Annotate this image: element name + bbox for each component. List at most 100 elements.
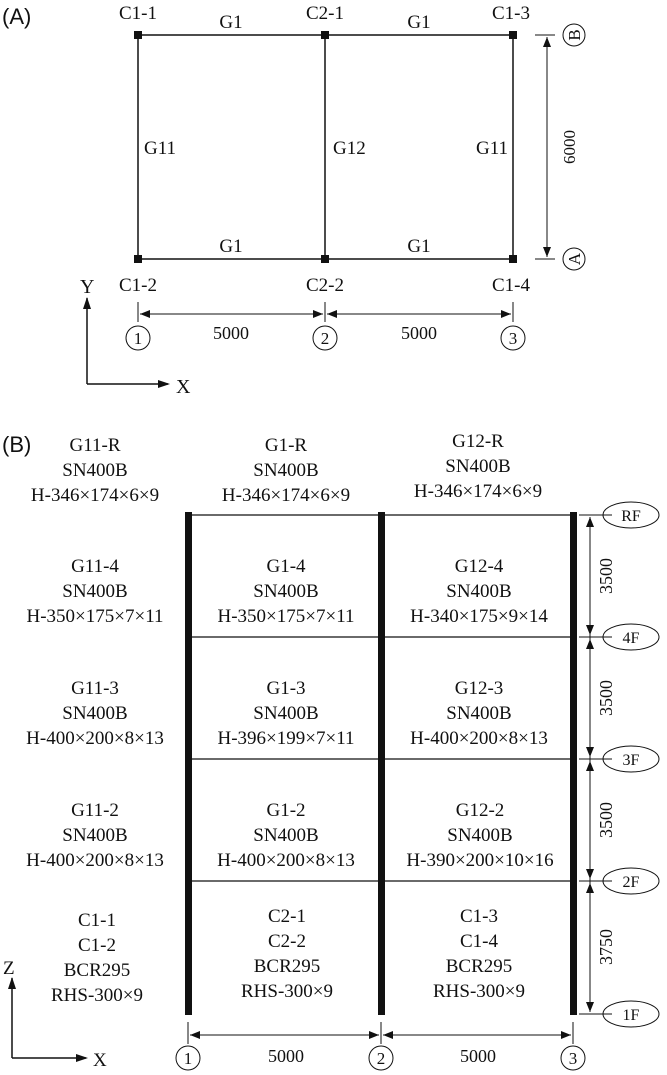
- material-grade: BCR295: [446, 956, 513, 977]
- girder-label: G1: [407, 12, 430, 33]
- column-marker: [509, 255, 517, 263]
- column-marker: [134, 255, 142, 263]
- arrow-head: [190, 1031, 200, 1039]
- grid-bubble-a: [562, 247, 586, 271]
- material-grade: SN400B: [253, 581, 318, 602]
- member-mark: G1-4: [266, 556, 306, 577]
- grid-bubble-3: [560, 1045, 586, 1071]
- member-labels: G11-R SN400B H-346×174×6×9 G1-R SN400B H…: [26, 431, 553, 1006]
- member-mark: G1-R: [265, 435, 308, 456]
- girder-label: G11: [144, 138, 176, 159]
- column-1: [185, 512, 192, 1015]
- floor-label: 4F: [623, 630, 640, 647]
- story-height-label: 3500: [596, 802, 616, 838]
- arrow-head: [586, 517, 594, 527]
- section-size: RHS-300×9: [433, 981, 525, 1002]
- column-label: C1-4: [492, 275, 531, 296]
- section-size: H-390×200×10×16: [406, 850, 553, 871]
- material-grade: SN400B: [445, 456, 510, 477]
- member-mark: G12-2: [456, 800, 505, 821]
- grid-bubble-1: [175, 1045, 201, 1071]
- grid-bubble-1: [125, 325, 151, 351]
- member-mark: G12-3: [455, 678, 504, 699]
- column-label: C1-2: [119, 275, 157, 296]
- section-size: RHS-300×9: [51, 985, 143, 1006]
- dimension-label: 5000: [460, 1046, 496, 1066]
- material-grade: SN400B: [253, 460, 318, 481]
- story-height-label: 3500: [596, 680, 616, 716]
- arrow-head: [369, 1031, 379, 1039]
- axis-arrow-icon: [76, 1054, 88, 1062]
- panel-b: (B) G11-R SN400B H-346×174×6×9 G1-R SN40…: [2, 431, 660, 1071]
- grid-bubble-2: [312, 325, 338, 351]
- girder-label: G1: [219, 12, 242, 33]
- arrow-head: [586, 625, 594, 635]
- axis-label: X: [176, 376, 191, 398]
- panel-b-label: (B): [2, 432, 31, 457]
- panel-a: (A) C1-1 C2-1 C1-3 C1-2 C2-2 C1-4 G1 G1 …: [2, 3, 586, 398]
- column-marker: [509, 31, 517, 39]
- story-height-label: 3500: [596, 558, 616, 594]
- dimension-label: 5000: [213, 323, 249, 343]
- material-grade: SN400B: [253, 703, 318, 724]
- section-size: H-400×200×8×13: [26, 728, 164, 749]
- arrow-head: [586, 639, 594, 649]
- girder-label: G12: [333, 138, 366, 159]
- material-grade: SN400B: [446, 581, 511, 602]
- grid-number: 1: [134, 329, 143, 348]
- grid-number: 2: [377, 1049, 386, 1068]
- member-mark: G11-3: [71, 678, 119, 699]
- member-mark: C2-1: [268, 906, 306, 927]
- section-size: H-340×175×9×14: [410, 606, 548, 627]
- column-marker: [321, 255, 329, 263]
- section-size: H-400×200×8×13: [410, 728, 548, 749]
- material-grade: SN400B: [62, 825, 127, 846]
- arrow-head: [586, 747, 594, 757]
- material-grade: SN400B: [447, 825, 512, 846]
- material-grade: SN400B: [62, 703, 127, 724]
- column-label: C2-1: [306, 3, 344, 24]
- arrow-head: [543, 37, 551, 47]
- girder-label: G11: [476, 138, 508, 159]
- floor-bubble-4f: [602, 623, 660, 651]
- column-label: C1-1: [119, 3, 157, 24]
- member-mark: C1-4: [460, 931, 499, 952]
- arrow-head: [586, 883, 594, 893]
- grid-letter: B: [565, 29, 584, 40]
- member-mark: C2-2: [268, 931, 306, 952]
- grid-bubble-b: [562, 23, 586, 47]
- grid-number: 2: [321, 329, 330, 348]
- material-grade: SN400B: [62, 581, 127, 602]
- arrow-head: [543, 247, 551, 257]
- arrow-head: [501, 310, 511, 318]
- section-size: H-396×199×7×11: [218, 728, 355, 749]
- grid-number: 3: [569, 1049, 578, 1068]
- arrow-head: [383, 1031, 393, 1039]
- axis-label: X: [93, 1050, 107, 1071]
- dimension-label: 5000: [268, 1046, 304, 1066]
- column-3: [570, 512, 577, 1015]
- arrow-head: [586, 761, 594, 771]
- floor-bubble-1f: [602, 1000, 660, 1028]
- axis-arrow-icon: [158, 380, 170, 388]
- material-grade: BCR295: [254, 956, 321, 977]
- floor-label: RF: [621, 508, 641, 525]
- column-label: C2-2: [306, 275, 344, 296]
- member-mark: C1-1: [78, 910, 116, 931]
- column-label: C1-3: [492, 3, 530, 24]
- dimension-label: 5000: [401, 323, 437, 343]
- floor-label: 3F: [623, 752, 640, 769]
- girder-label: G1: [219, 236, 242, 257]
- section-size: RHS-300×9: [241, 981, 333, 1002]
- arrow-head: [561, 1031, 571, 1039]
- section-size: H-346×174×6×9: [31, 485, 159, 506]
- column-2: [378, 512, 385, 1015]
- member-mark: C1-2: [78, 935, 116, 956]
- grid-bubble-3: [500, 325, 526, 351]
- floor-label: 1F: [623, 1007, 640, 1024]
- grid-letter: A: [565, 252, 584, 265]
- grid-bubble-2: [368, 1045, 394, 1071]
- arrow-head: [586, 1002, 594, 1012]
- axis-arrow-icon: [8, 977, 16, 989]
